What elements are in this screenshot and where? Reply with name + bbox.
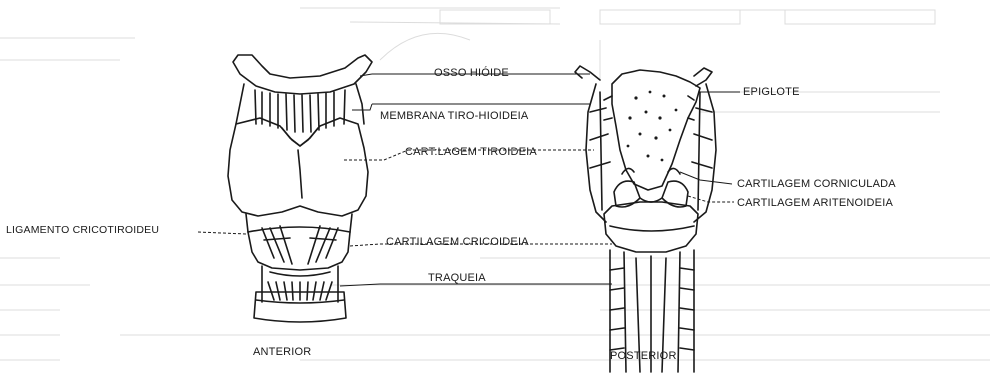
arytenoid-cartilage	[614, 181, 688, 207]
label-osso-hioide: OSSO HIÓIDE	[434, 67, 509, 79]
leader-lines	[198, 74, 740, 286]
label-cartilagem-aritenoideia: CARTILAGEM ARITENOIDEIA	[737, 197, 893, 209]
hyoid-bone	[233, 55, 372, 94]
label-traqueia: TRAQUEIA	[428, 272, 486, 284]
leader-ligamento	[198, 232, 246, 234]
label-cartilagem-corniculada: CARTILAGEM CORNICULADA	[737, 178, 896, 190]
posterior-larynx	[575, 66, 716, 372]
anterior-larynx	[228, 55, 372, 322]
label-membrana-tiro-hioideia: MEMBRANA TIRO-HIOIDEIA	[380, 110, 528, 122]
epiglottis-dots	[627, 91, 678, 162]
label-ligamento-cricotiroideu: LIGAMENTO CRICOTIROIDEU	[6, 224, 159, 236]
label-cartilagem-tiroideia: CART:LAGEM TIROIDEIA	[405, 146, 537, 158]
epiglottis	[612, 70, 700, 190]
leader-aritenoideia	[688, 196, 734, 202]
label-cartilagem-cricoideia: CARTILAGEM CRICOIDEIA	[386, 236, 529, 248]
thyroid-cartilage	[228, 118, 368, 216]
leader-corniculada	[680, 172, 732, 184]
label-posterior: POSTERIOR	[610, 350, 677, 362]
corniculate-cartilage	[622, 168, 680, 174]
label-epiglote: EPIGLOTE	[743, 86, 800, 98]
label-anterior: ANTERIOR	[253, 346, 311, 358]
